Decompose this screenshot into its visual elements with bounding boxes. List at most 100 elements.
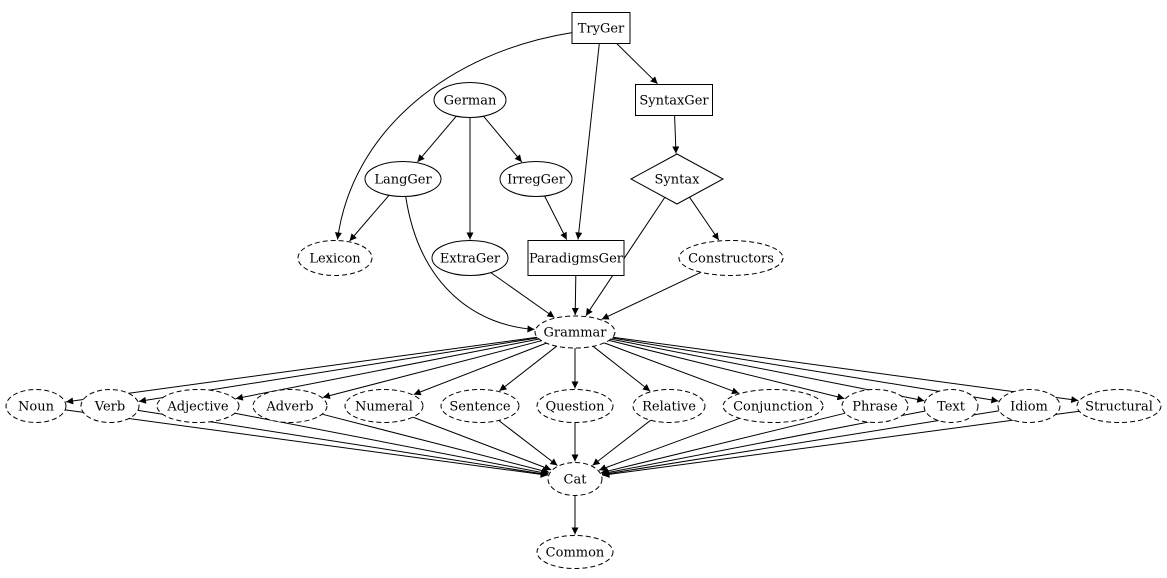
ellipse-outline: [344, 389, 424, 423]
node-german: German: [433, 82, 507, 118]
ellipse-outline: [433, 82, 507, 118]
edge-german-to-langger: [417, 115, 457, 163]
edge-tryger-to-paradigmsger: [575, 43, 600, 240]
node-syntaxger: SyntaxGer: [635, 84, 713, 116]
edge-conjunction-to-cat: [598, 417, 740, 471]
edge-irregger-to-paradigmsger: [544, 195, 568, 240]
ellipse-outline: [5, 389, 67, 423]
node-label-syntax: Syntax: [655, 173, 701, 188]
node-irregger: IrregGer: [499, 161, 573, 197]
node-label-phrase: Phrase: [852, 400, 898, 415]
edge-grammar-to-adverb: [322, 340, 542, 400]
edge-syntaxger-to-syntax: [672, 115, 680, 154]
node-adjective: Adjective: [156, 389, 240, 423]
ellipse-outline: [431, 240, 509, 276]
ellipse-outline: [499, 161, 573, 197]
ellipse-outline: [678, 240, 784, 276]
edge-tryger-to-syntaxger: [616, 43, 658, 85]
edge-extrager-to-grammar: [490, 272, 555, 318]
rect-outline: [635, 84, 713, 116]
node-label-lexicon: Lexicon: [309, 252, 361, 267]
node-noun: Noun: [5, 389, 67, 423]
node-label-conjunction: Conjunction: [733, 400, 813, 415]
node-label-constructors: Constructors: [688, 252, 774, 267]
node-label-noun: Noun: [18, 400, 55, 415]
edge-grammar-to-numeral: [413, 342, 547, 396]
edge-langger-to-lexicon: [349, 194, 390, 242]
edge-grammar-to-sentence: [499, 345, 558, 392]
edge-tryger-to-lexicon: [334, 32, 573, 240]
node-label-structural: Structural: [1085, 400, 1153, 415]
node-label-numeral: Numeral: [355, 400, 413, 415]
edge-phrase-to-cat: [600, 412, 846, 475]
node-label-idiom: Idiom: [1010, 400, 1048, 415]
ellipse-outline: [440, 389, 520, 423]
edge-constructors-to-grammar: [601, 271, 702, 320]
ellipse-outline: [1076, 389, 1162, 423]
node-label-adjective: Adjective: [166, 400, 228, 415]
node-extrager: ExtraGer: [431, 240, 509, 276]
node-label-paradigmsger: ParadigmsGer: [529, 252, 624, 267]
node-idiom: Idiom: [997, 389, 1061, 423]
edge-idiom-to-cat: [602, 410, 1000, 477]
edge-langger-to-grammar: [405, 196, 535, 333]
node-relative: Relative: [632, 389, 706, 423]
node-langger: LangGer: [364, 161, 442, 197]
node-tryger: TryGer: [571, 12, 631, 44]
ellipse-outline: [252, 389, 328, 423]
node-label-relative: Relative: [642, 400, 696, 415]
ellipse-outline: [536, 389, 614, 423]
edge-grammar-to-noun: [66, 336, 538, 405]
ellipse-outline: [841, 389, 909, 423]
node-lexicon: Lexicon: [297, 240, 373, 276]
rect-outline: [571, 12, 631, 44]
node-paradigmsger: ParadigmsGer: [527, 240, 625, 276]
node-label-syntaxger: SyntaxGer: [639, 94, 709, 109]
edge-syntax-to-grammar: [585, 197, 666, 316]
node-grammar: Grammar: [534, 315, 616, 349]
ellipse-outline: [534, 315, 616, 349]
node-label-cat: Cat: [564, 473, 588, 488]
ellipse-outline: [80, 389, 140, 423]
rect-outline: [527, 240, 625, 276]
edge-grammar-to-conjunction: [604, 342, 740, 395]
node-label-german: German: [444, 94, 497, 109]
node-label-grammar: Grammar: [544, 326, 608, 341]
node-label-verb: Verb: [94, 400, 125, 415]
edge-numeral-to-cat: [412, 416, 552, 471]
ellipse-outline: [536, 535, 614, 569]
ellipse-outline: [632, 389, 706, 423]
edge-adjective-to-cat: [234, 412, 549, 476]
node-cat: Cat: [547, 462, 603, 496]
node-label-langger: LangGer: [374, 173, 432, 188]
edge-grammar-to-relative: [592, 345, 651, 392]
ellipse-outline: [923, 389, 979, 423]
node-common: Common: [536, 535, 614, 569]
node-structural: Structural: [1076, 389, 1162, 423]
diamond-outline: [629, 153, 725, 205]
node-label-text: Text: [937, 400, 966, 415]
ellipse-outline: [297, 240, 373, 276]
node-label-tryger: TryGer: [578, 22, 625, 37]
edge-german-to-irregger: [483, 115, 523, 163]
node-phrase: Phrase: [841, 389, 909, 423]
edge-grammar-to-structural: [612, 336, 1079, 404]
edge-adverb-to-cat: [321, 413, 550, 475]
node-verb: Verb: [80, 389, 140, 423]
edge-sentence-to-cat: [498, 420, 558, 466]
node-label-common: Common: [546, 546, 605, 561]
node-numeral: Numeral: [344, 389, 424, 423]
ellipse-outline: [722, 389, 824, 423]
edge-paradigmsger-to-grammar: [571, 275, 579, 316]
node-text: Text: [923, 389, 979, 423]
node-label-adverb: Adverb: [265, 400, 313, 415]
edge-grammar-to-phrase: [608, 339, 845, 401]
node-label-irregger: IrregGer: [507, 173, 566, 188]
edge-grammar-to-idiom: [611, 337, 999, 404]
ellipse-outline: [364, 161, 442, 197]
node-label-extrager: ExtraGer: [440, 252, 501, 267]
edge-grammar-to-adjective: [235, 338, 540, 401]
